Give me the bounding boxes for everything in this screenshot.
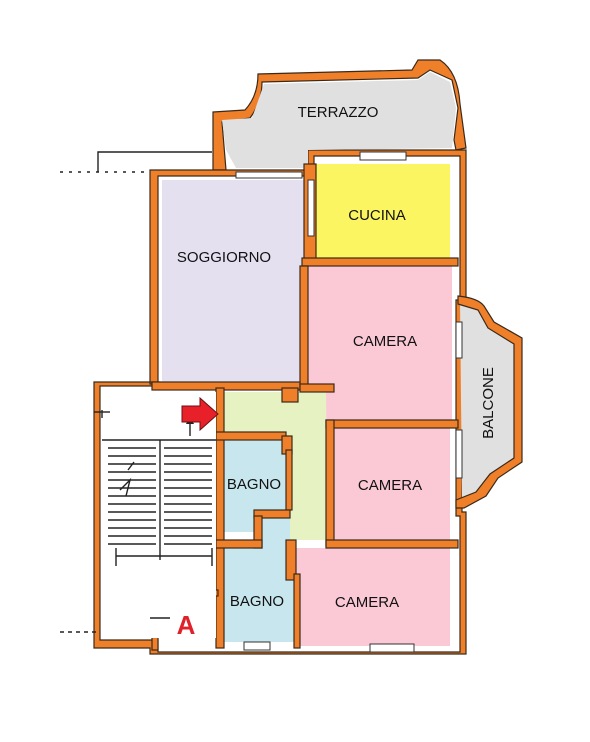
label-camera-2: CAMERA [358,477,422,494]
stairwell [60,151,216,638]
terrazzo-area [222,72,456,168]
bagno-1-area [224,438,292,532]
balcone-area [460,298,518,502]
label-camera-1: CAMERA [353,333,417,350]
label-camera-3: CAMERA [335,594,399,611]
label-terrazzo: TERRAZZO [298,104,379,121]
unit-marker: A [177,610,196,640]
camera-1-area [308,266,452,422]
entry-arrow-icon [181,396,219,432]
label-soggiorno: SOGGIORNO [177,249,271,266]
windows [235,151,463,653]
camera-2-area [332,428,450,542]
cucina-area [316,164,450,260]
corridoio-area [224,392,328,540]
rooms [162,72,518,646]
camera-3-area [290,548,450,646]
label-bagno-2: BAGNO [230,593,284,610]
label-balcone: BALCONE [480,367,497,439]
room-labels: TERRAZZO CUCINA SOGGIORNO CAMERA CAMERA … [177,104,497,640]
label-bagno-1: BAGNO [227,476,281,493]
label-cucina: CUCINA [348,207,406,224]
soggiorno-area [162,180,310,384]
